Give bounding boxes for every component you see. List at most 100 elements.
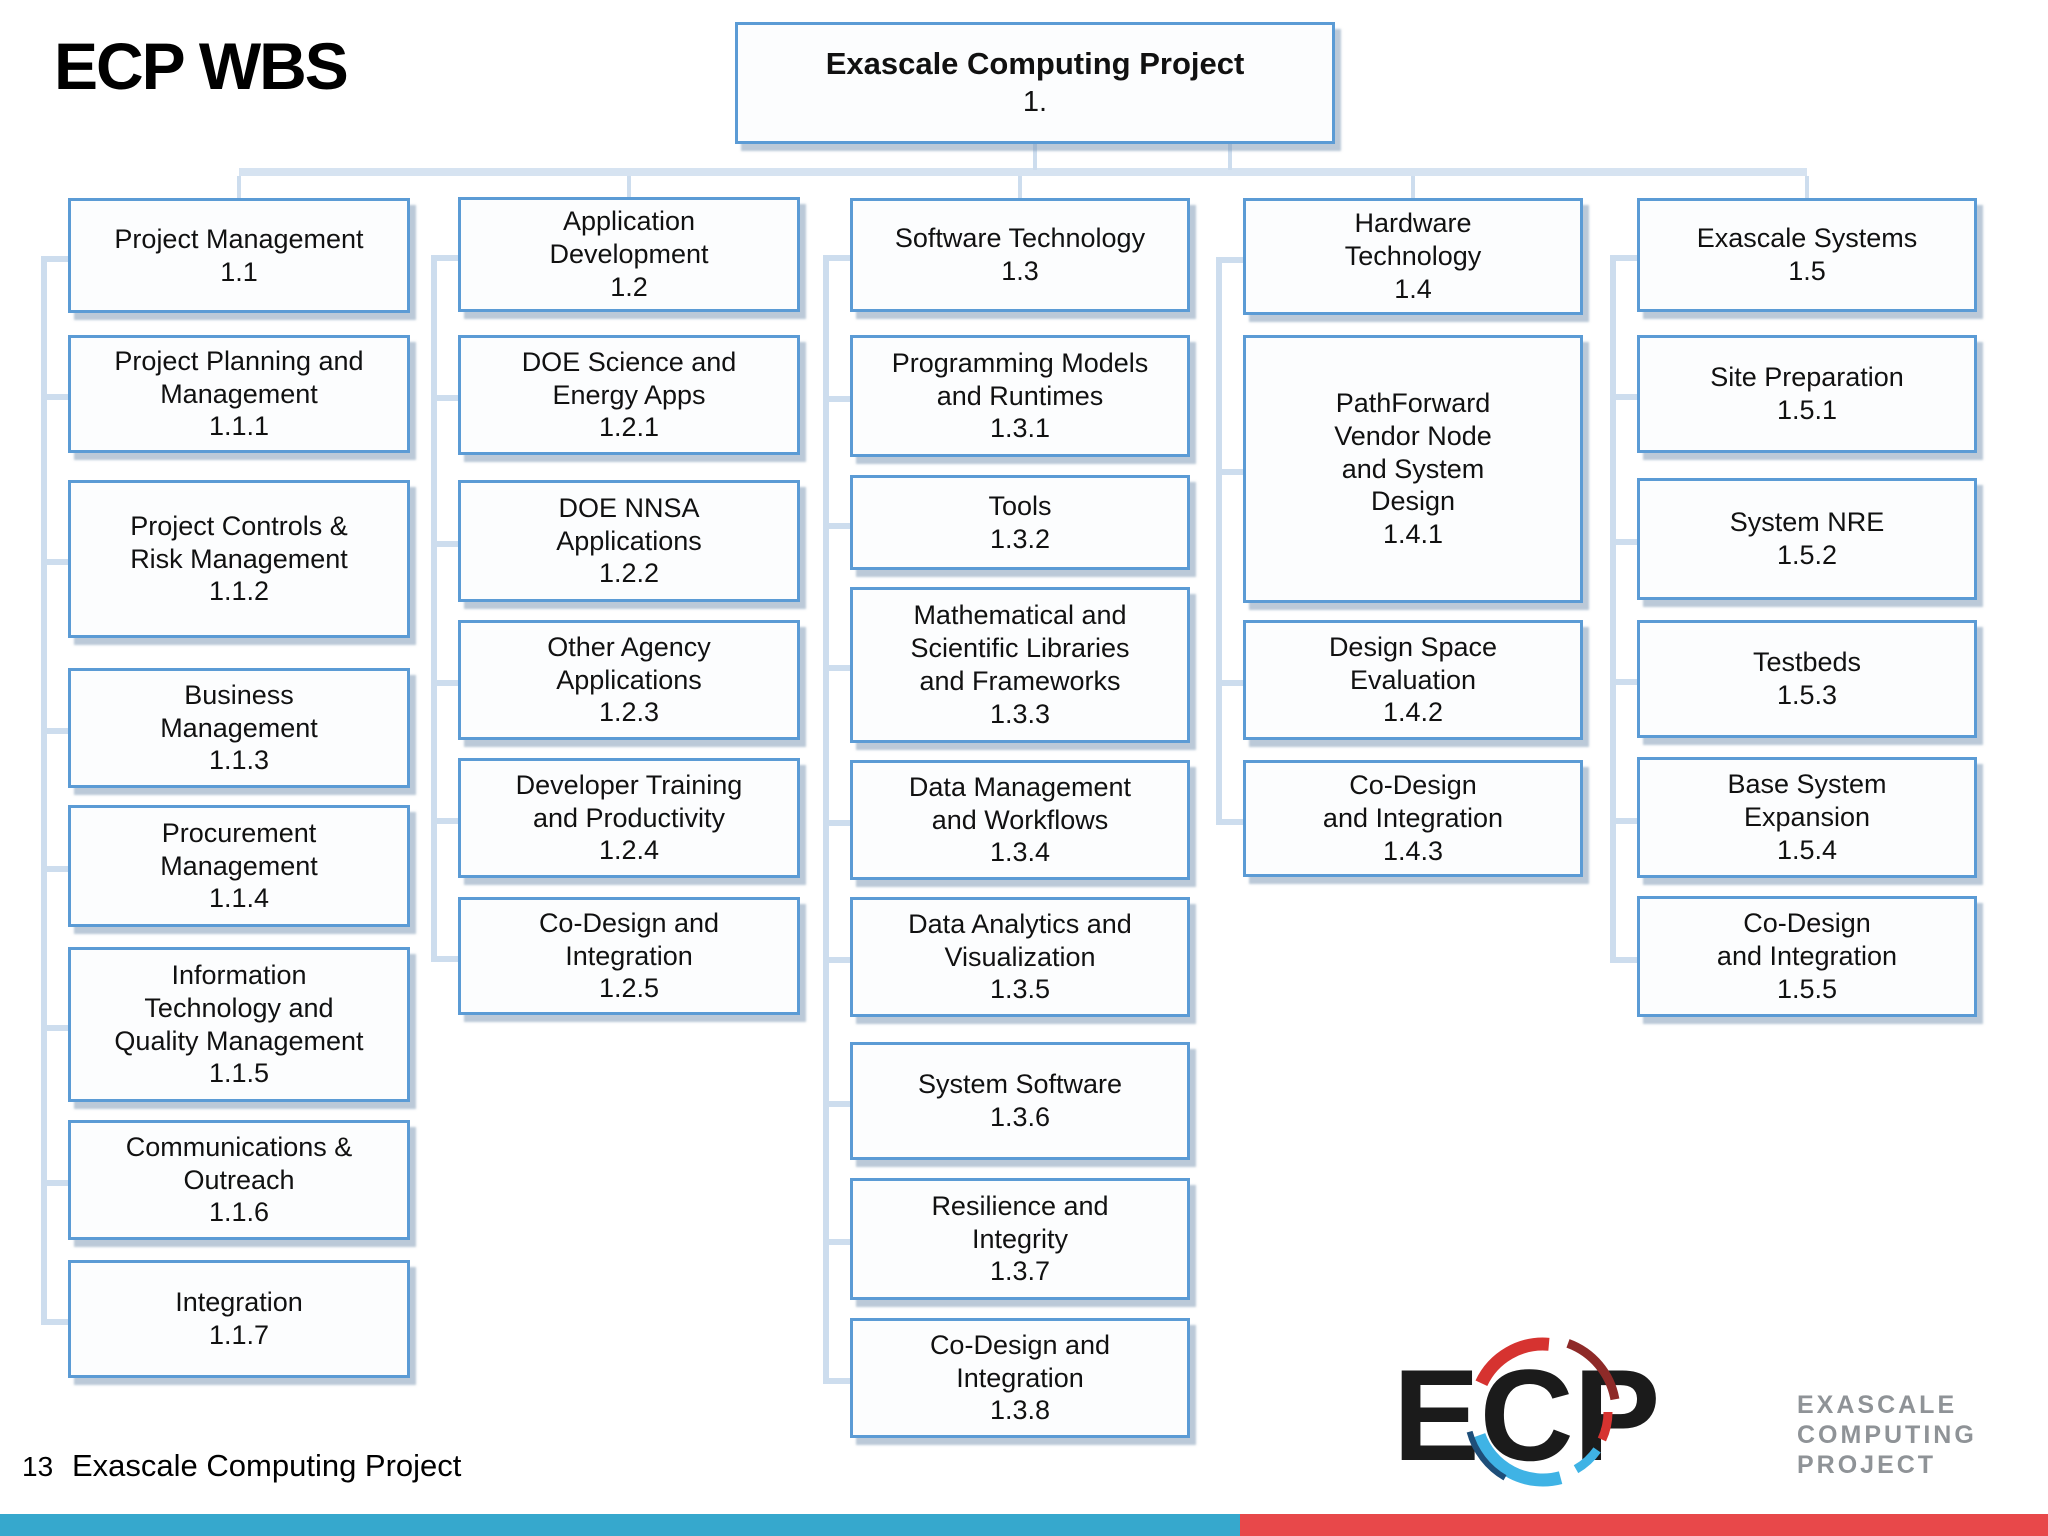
wbs-box-code: 1.1.5 xyxy=(208,1058,270,1089)
ecp-logo: ECP xyxy=(1393,1337,1660,1488)
column-bracket-stub xyxy=(1216,680,1243,686)
wbs-box-label-line: DOE Science and xyxy=(521,346,737,377)
wbs-box-code: 1.1.7 xyxy=(208,1320,270,1350)
column-stub xyxy=(1805,176,1809,200)
wbs-box-label-line: Management xyxy=(160,850,318,881)
wbs-box-label-line: and Integration xyxy=(1716,941,1898,972)
wbs-box-label-line: DOE NNSA xyxy=(558,492,700,523)
column-bracket-stub xyxy=(1216,256,1243,263)
wbs-box-code: 1.5.4 xyxy=(1776,834,1838,865)
wbs-box-label-line: Applications xyxy=(556,664,702,695)
column-bracket-stub xyxy=(823,255,850,261)
wbs-box-label-line: Programming Models xyxy=(891,347,1149,378)
wbs-box-code: 1.3.5 xyxy=(989,974,1051,1005)
wbs-box-code: 1.3.2 xyxy=(989,523,1051,554)
wbs-box-label-line: Tools xyxy=(988,490,1052,521)
wbs-box-label-line: Visualization xyxy=(944,941,1096,972)
column-bracket-stub xyxy=(41,728,68,734)
bottom-bar-blue xyxy=(0,1514,1240,1536)
logo-arc-darkred xyxy=(1566,1339,1620,1401)
logo-arc-red-top xyxy=(1475,1337,1550,1387)
column-bracket-stub xyxy=(823,1378,850,1384)
wbs-box-label-line: Co-Design and xyxy=(929,1329,1111,1360)
wbs-box-label-line: Site Preparation xyxy=(1710,362,1904,393)
column-bracket-stub xyxy=(431,541,458,547)
wbs-box-label-line: System Software xyxy=(917,1069,1123,1100)
wbs-box-label-line: Management xyxy=(160,712,318,743)
ecp-wordmark: EXASCALE COMPUTING PROJECT xyxy=(1797,1390,1977,1480)
wbs-box-label-line: Exascale Systems xyxy=(1696,223,1918,254)
logo-arc-navy xyxy=(1466,1430,1507,1481)
wbs-box-label-line: Integration xyxy=(175,1287,303,1318)
wbs-box-label-line: Software Technology xyxy=(894,223,1146,254)
wbs-box-code: 1.3.1 xyxy=(989,413,1051,444)
wbs-box-code: 1.2.3 xyxy=(598,697,660,728)
wbs-box-label-line: Resilience and xyxy=(931,1190,1109,1221)
wbs-box-label-line: and Workflows xyxy=(931,804,1109,835)
column-bracket-stub xyxy=(1610,679,1637,685)
column-bracket-stub xyxy=(431,818,458,824)
column-bracket-line xyxy=(1216,256,1222,825)
wbs-box-code: 1.5.1 xyxy=(1776,395,1838,425)
wbs-box-label-line: Procurement xyxy=(161,817,317,848)
wbs-box-label-line: Data Management xyxy=(908,771,1132,802)
wbs-box-code: 1.5 xyxy=(1788,256,1826,286)
wbs-box-label-line: Integration xyxy=(565,940,693,971)
column-stub xyxy=(627,176,631,199)
wordmark-line: COMPUTING xyxy=(1797,1421,1977,1449)
wbs-box-label-line: and Runtimes xyxy=(936,380,1104,411)
column-bracket-stub xyxy=(1216,818,1243,825)
wbs-box-label-line: and Productivity xyxy=(532,802,726,833)
wbs-box-label-line: and System xyxy=(1341,453,1485,484)
root-code: 1. xyxy=(1022,86,1048,119)
column-bracket-line xyxy=(823,255,829,1384)
wbs-box-label-line: Developer Training xyxy=(515,769,743,800)
wbs-box-code: 1.3.4 xyxy=(989,837,1051,868)
wbs-box-label-line: Co-Design and xyxy=(538,907,720,938)
column-bracket-stub xyxy=(823,665,850,671)
column-bracket-line xyxy=(1610,255,1616,963)
wbs-box-label-line: Technology and xyxy=(144,992,334,1023)
column-bracket-stub xyxy=(41,394,68,400)
column-bracket-stub xyxy=(1216,469,1243,475)
column-stub xyxy=(237,176,241,200)
wbs-box-label-line: Hardware xyxy=(1354,208,1472,239)
wbs-box-code: 1.2 xyxy=(610,271,648,302)
column-bracket-stub xyxy=(823,1239,850,1245)
wbs-box-root: Exascale Computing Project 1. xyxy=(735,22,1335,144)
column-bracket-stub xyxy=(1610,255,1637,261)
wbs-box-label-line: Expansion xyxy=(1743,802,1871,833)
wbs-box-code: 1.5.3 xyxy=(1776,680,1838,710)
wbs-box-label-line: Project Management xyxy=(114,223,364,254)
wbs-box-code: 1.5.5 xyxy=(1776,973,1838,1004)
column-bracket-stub xyxy=(823,1101,850,1107)
wbs-box-code: 1.3.8 xyxy=(989,1395,1051,1426)
wbs-box-code: 1.1.2 xyxy=(208,576,270,607)
wbs-box-label-line: PathForward xyxy=(1335,387,1491,418)
wbs-box-label-line: Testbeds xyxy=(1752,647,1862,678)
wbs-box-code: 1.5.2 xyxy=(1776,540,1838,570)
wbs-box-code: 1.4 xyxy=(1394,273,1432,304)
wbs-box-label-line: Energy Apps xyxy=(552,379,706,410)
